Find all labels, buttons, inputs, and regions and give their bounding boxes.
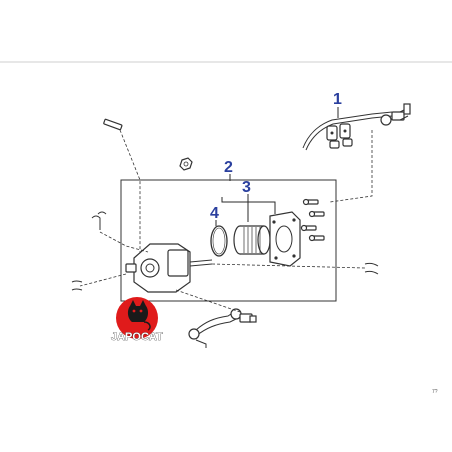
o-ring bbox=[210, 225, 228, 257]
logo-text: JAPOCAT bbox=[111, 331, 163, 343]
filter-element bbox=[233, 225, 271, 255]
callout-3: 3 bbox=[242, 179, 251, 196]
pipe-assembly bbox=[302, 103, 411, 203]
banjo-bolt bbox=[380, 103, 411, 126]
callout-2: 2 bbox=[224, 159, 233, 176]
lower-bolt bbox=[239, 313, 257, 323]
filter-cover bbox=[269, 211, 301, 267]
reference-code: 7? bbox=[432, 389, 438, 395]
fuel-pump bbox=[125, 243, 213, 293]
hex-nut bbox=[179, 157, 193, 171]
cat-icon bbox=[127, 300, 151, 331]
callout-4: 4 bbox=[210, 205, 219, 222]
japocat-logo: JAPOCAT bbox=[111, 297, 163, 343]
lower-pipe-fitting bbox=[188, 308, 242, 348]
pipe-clamp-1 bbox=[326, 123, 351, 141]
pipe-clamp-2 bbox=[329, 138, 353, 149]
callout-1: 1 bbox=[333, 91, 342, 108]
stud-bolt bbox=[103, 118, 141, 262]
cover-screws bbox=[300, 198, 325, 242]
assembly-box bbox=[120, 179, 337, 302]
